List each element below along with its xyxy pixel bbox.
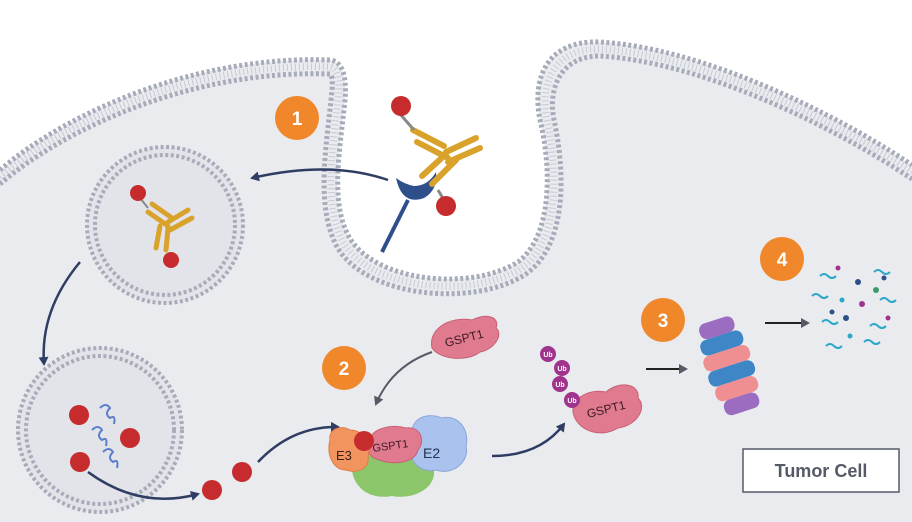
lysosome xyxy=(16,346,184,514)
plasma-membrane-outer xyxy=(0,39,912,282)
antibody-drug-conjugate xyxy=(391,96,483,216)
proteasome xyxy=(699,316,760,416)
payload xyxy=(70,452,90,472)
peptide-fragments xyxy=(811,269,897,349)
ubiquitin-chain: Ub Ub Ub Ub xyxy=(540,346,580,408)
arrow-internalization xyxy=(250,168,389,182)
payload xyxy=(436,196,456,216)
ubiquitinated-gspt1: GSPT1 Ub Ub Ub Ub xyxy=(540,346,643,434)
payload xyxy=(202,480,222,500)
step-4-badge: 4 xyxy=(760,237,804,281)
e3-ligase-complex: E2 GSPT1 E3 xyxy=(328,415,468,497)
payload xyxy=(354,431,374,451)
payload xyxy=(163,252,179,268)
arrow-payload-to-ligase xyxy=(257,421,340,463)
step-2-badge: 2 xyxy=(322,346,366,390)
arrow-gspt1-recruit xyxy=(374,351,433,406)
e2-label: E2 xyxy=(423,445,440,461)
arrow-payload-release xyxy=(87,470,200,501)
payload xyxy=(130,185,146,201)
payload xyxy=(120,428,140,448)
gspt1-bound-label: GSPT1 xyxy=(372,438,409,455)
arrow-endosome-to-lysosome xyxy=(38,261,81,366)
ub-label: Ub xyxy=(543,352,552,359)
tumor-cell-label-box: Tumor Cell xyxy=(742,448,900,493)
payload xyxy=(391,96,411,116)
cytoplasm xyxy=(0,41,912,522)
receptor xyxy=(380,172,437,253)
plasma-membrane-inner xyxy=(0,53,912,297)
arrow-to-ubiquitination xyxy=(491,422,566,458)
payload xyxy=(69,405,89,425)
gspt1-free: GSPT1 xyxy=(431,315,500,359)
payload xyxy=(232,462,252,482)
step-1-badge: 1 xyxy=(275,96,319,140)
step-1-number: 1 xyxy=(292,109,303,130)
gspt1-bound xyxy=(367,426,422,464)
step-2-number: 2 xyxy=(339,359,350,380)
step-3-badge: 3 xyxy=(641,298,685,342)
plasma-membrane-tails xyxy=(0,45,912,290)
ub-label: Ub xyxy=(555,382,564,389)
ub-label: Ub xyxy=(557,366,566,373)
tumor-cell-label: Tumor Cell xyxy=(775,461,868,481)
amino-acid-dots xyxy=(829,265,891,339)
e2-enzyme xyxy=(409,415,468,472)
endosome xyxy=(85,145,245,305)
step-4-number: 4 xyxy=(777,250,788,271)
ub-label: Ub xyxy=(567,398,576,405)
step-3-number: 3 xyxy=(658,311,669,332)
e3-label: E3 xyxy=(336,448,352,463)
